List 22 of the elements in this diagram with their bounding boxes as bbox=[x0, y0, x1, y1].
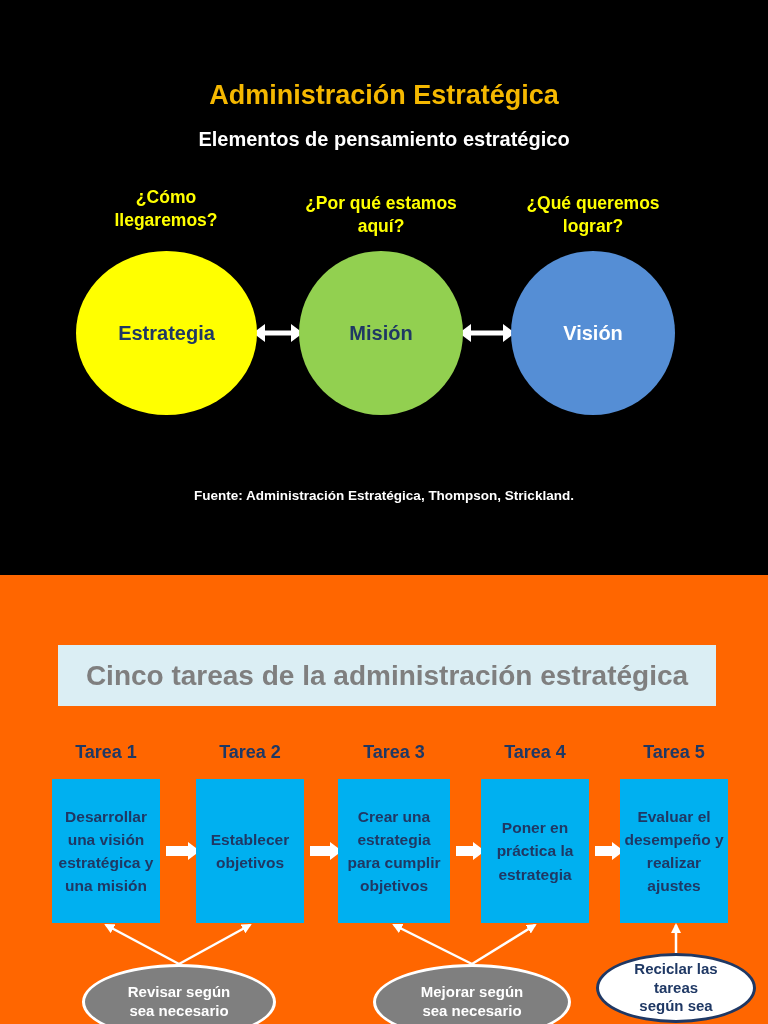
task-box: Desarrollar una visión estratégica y una misión bbox=[52, 779, 160, 923]
arrow bbox=[104, 923, 180, 966]
task-box: Crear una estrategia para cumplir objetivos bbox=[338, 779, 450, 923]
task-box: Establecer objetivos bbox=[196, 779, 304, 923]
task-heading: Tarea 1 bbox=[75, 742, 137, 764]
subtitle: Elementos de pensamiento estratégico bbox=[197, 128, 571, 151]
title: Administración Estratégica bbox=[208, 80, 560, 111]
section-heading: Cinco tareas de la administración estratégica bbox=[58, 645, 716, 706]
source-note: Fuente: Administración Estratégica, Thompson, Strickland. bbox=[193, 488, 575, 503]
question-text: ¿Qué queremos lograr? bbox=[525, 192, 661, 238]
arrow bbox=[471, 923, 537, 966]
task-heading: Tarea 2 bbox=[219, 742, 281, 764]
task-heading: Tarea 3 bbox=[363, 742, 425, 764]
question-text: ¿Por qué estamos aquí? bbox=[304, 192, 458, 238]
task-box: Poner en práctica la estrategia bbox=[481, 779, 589, 923]
arrow bbox=[178, 923, 252, 966]
arrow bbox=[392, 923, 473, 966]
task-heading: Tarea 4 bbox=[504, 742, 566, 764]
task-heading: Tarea 5 bbox=[643, 742, 705, 764]
arrow bbox=[671, 923, 681, 953]
task-box: Evaluar el desempeño y realizar ajustes bbox=[620, 779, 728, 923]
question-text: ¿Cómo llegaremos? bbox=[113, 186, 219, 232]
